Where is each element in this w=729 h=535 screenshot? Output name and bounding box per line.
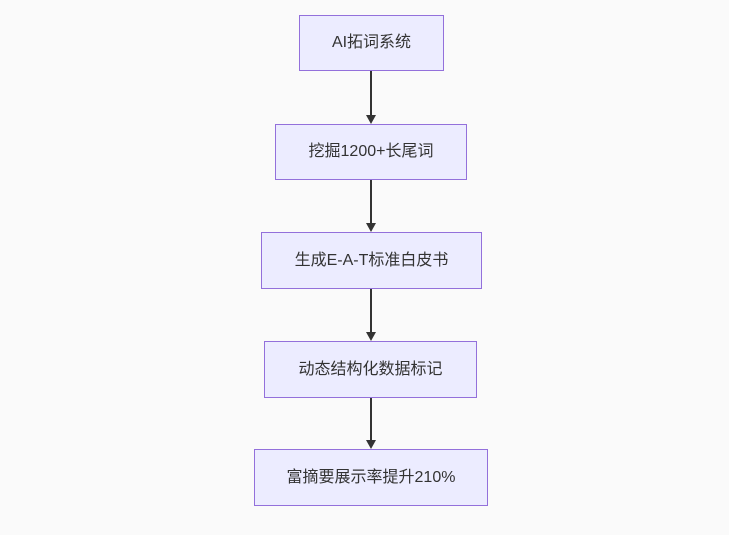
flowchart-node-ai-word-expansion-system: AI拓词系统 <box>299 15 444 71</box>
node-label: AI拓词系统 <box>331 34 412 52</box>
arrowhead-down-icon <box>366 223 376 232</box>
flowchart-node-rich-snippet-rate-increase: 富摘要展示率提升210% <box>254 449 488 506</box>
edge-line-a-b <box>370 71 372 116</box>
edge-line-c-d <box>370 289 372 333</box>
flowchart-node-eat-whitepaper-generation: 生成E-A-T标准白皮书 <box>261 232 482 289</box>
node-label: 富摘要展示率提升210% <box>286 468 456 486</box>
arrowhead-down-icon <box>366 332 376 341</box>
node-label: 挖掘1200+长尾词 <box>308 143 434 161</box>
edge-line-d-e <box>370 398 372 441</box>
edge-line-b-c <box>370 180 372 224</box>
flowchart-node-longtail-keyword-mining: 挖掘1200+长尾词 <box>275 124 467 180</box>
node-label: 动态结构化数据标记 <box>298 360 443 378</box>
node-label: 生成E-A-T标准白皮书 <box>294 251 449 269</box>
arrowhead-down-icon <box>366 115 376 124</box>
flowchart-node-dynamic-structured-data-markup: 动态结构化数据标记 <box>264 341 477 398</box>
arrowhead-down-icon <box>366 440 376 449</box>
